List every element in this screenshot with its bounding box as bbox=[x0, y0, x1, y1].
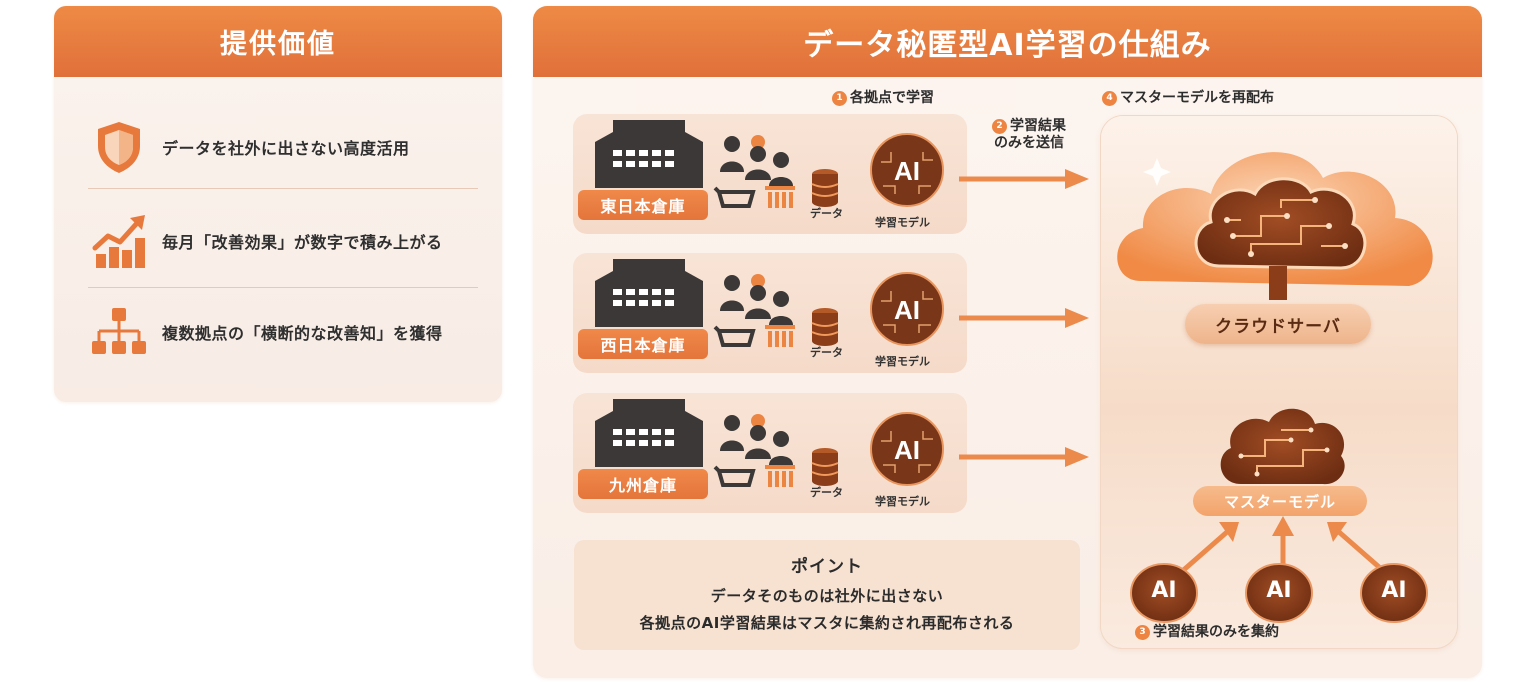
step-number-badge: 4 bbox=[1102, 91, 1117, 106]
step-4-label: 4 マスターモデルを再配布 bbox=[1102, 90, 1274, 107]
ai-node-2: AI bbox=[1244, 562, 1314, 628]
ai-brain-icon bbox=[1360, 563, 1428, 623]
site-box-east: AI 東日本倉庫 データ 学習モデル bbox=[573, 114, 967, 234]
aggregate-arrows bbox=[1177, 516, 1389, 578]
value-item-text: 毎月「改善効果」が数字で積み上がる bbox=[162, 233, 443, 252]
data-label: データ bbox=[810, 207, 843, 220]
value-item-data-protection: データを社外に出さない高度活用 bbox=[88, 112, 478, 182]
send-arrow-east bbox=[959, 169, 1089, 189]
value-panel-title: 提供価値 bbox=[54, 6, 502, 77]
value-item-monthly-improvement: 毎月「改善効果」が数字で積み上がる bbox=[88, 206, 478, 276]
workers-icon bbox=[720, 274, 793, 325]
ai-node-1: AI bbox=[1129, 562, 1199, 628]
value-item-text: 複数拠点の「横断的な改善知」を獲得 bbox=[162, 324, 443, 343]
site-name: 西日本倉庫 bbox=[578, 329, 708, 359]
data-label: データ bbox=[810, 486, 843, 499]
cloud-server-label: クラウドサーバ bbox=[1185, 304, 1371, 344]
value-item-text: データを社外に出さない高度活用 bbox=[162, 139, 410, 158]
site-name: 東日本倉庫 bbox=[578, 190, 708, 220]
cloud-brain-icon bbox=[1117, 152, 1433, 300]
cloud-server-box: クラウドサーバ マスターモデル bbox=[1101, 116, 1457, 648]
step-number-badge: 3 bbox=[1135, 625, 1150, 640]
warehouse-icon bbox=[595, 399, 703, 467]
org-chart-icon bbox=[88, 301, 150, 363]
model-label: 学習モデル bbox=[875, 355, 930, 368]
ai-brain-icon: AI bbox=[870, 272, 944, 346]
value-panel: 提供価値 データを社外に出さない高度活用 毎月「改善効果」が数字で積み上がる bbox=[54, 6, 502, 402]
ai-text: AI bbox=[1151, 578, 1177, 603]
step-number-badge: 2 bbox=[992, 119, 1007, 134]
database-icon bbox=[811, 169, 839, 207]
database-icon bbox=[811, 448, 839, 486]
growth-chart-icon bbox=[88, 210, 150, 272]
ai-text: AI bbox=[1381, 578, 1407, 603]
ai-brain-icon: AI bbox=[870, 133, 944, 207]
step-3-label: 3 学習結果のみを集約 bbox=[1135, 624, 1279, 641]
site-name: 九州倉庫 bbox=[578, 469, 708, 499]
ai-brain-icon bbox=[1130, 563, 1198, 623]
step-2-label: 2 学習結果 のみを送信 bbox=[992, 118, 1066, 151]
model-label: 学習モデル bbox=[875, 495, 930, 508]
cart-icon bbox=[713, 465, 795, 487]
svg-text:AI: AI bbox=[894, 435, 920, 465]
mechanism-panel-title: データ秘匿型AI学習の仕組み bbox=[533, 6, 1482, 77]
workers-icon bbox=[720, 135, 793, 186]
send-arrow-west bbox=[959, 308, 1089, 328]
svg-text:AI: AI bbox=[894, 156, 920, 186]
divider bbox=[88, 287, 478, 288]
value-item-cross-site-knowledge: 複数拠点の「横断的な改善知」を獲得 bbox=[88, 297, 478, 367]
warehouse-icon bbox=[595, 259, 703, 327]
point-title: ポイント bbox=[791, 557, 863, 577]
svg-text:AI: AI bbox=[894, 295, 920, 325]
ai-node-3: AI bbox=[1359, 562, 1429, 628]
master-brain-icon bbox=[1220, 408, 1345, 485]
ai-brain-icon: AI bbox=[870, 412, 944, 486]
database-icon bbox=[811, 308, 839, 346]
data-label: データ bbox=[810, 346, 843, 359]
point-line-1: データそのものは社外に出さない bbox=[710, 587, 944, 605]
workers-icon bbox=[720, 414, 793, 465]
cart-icon bbox=[713, 325, 795, 347]
step-number-badge: 1 bbox=[832, 91, 847, 106]
send-arrow-kyushu bbox=[959, 447, 1089, 467]
ai-text: AI bbox=[1266, 578, 1292, 603]
model-label: 学習モデル bbox=[875, 216, 930, 229]
master-model-label: マスターモデル bbox=[1193, 486, 1367, 516]
mechanism-panel: データ秘匿型AI学習の仕組み 1 各拠点で学習 2 学習結果 のみを送信 4 マ… bbox=[533, 6, 1482, 678]
warehouse-icon bbox=[595, 120, 703, 188]
ai-brain-icon bbox=[1245, 563, 1313, 623]
site-box-kyushu: AI 九州倉庫 データ 学習モデル bbox=[573, 393, 967, 513]
shield-icon bbox=[88, 116, 150, 178]
step-1-label: 1 各拠点で学習 bbox=[832, 90, 934, 107]
point-box: ポイント データそのものは社外に出さない 各拠点のAI学習結果はマスタに集約され… bbox=[574, 540, 1080, 650]
divider bbox=[88, 188, 478, 189]
cart-icon bbox=[713, 186, 795, 208]
site-box-west: AI 西日本倉庫 データ 学習モデル bbox=[573, 253, 967, 373]
point-line-2: 各拠点のAI学習結果はマスタに集約され再配布される bbox=[639, 614, 1015, 632]
